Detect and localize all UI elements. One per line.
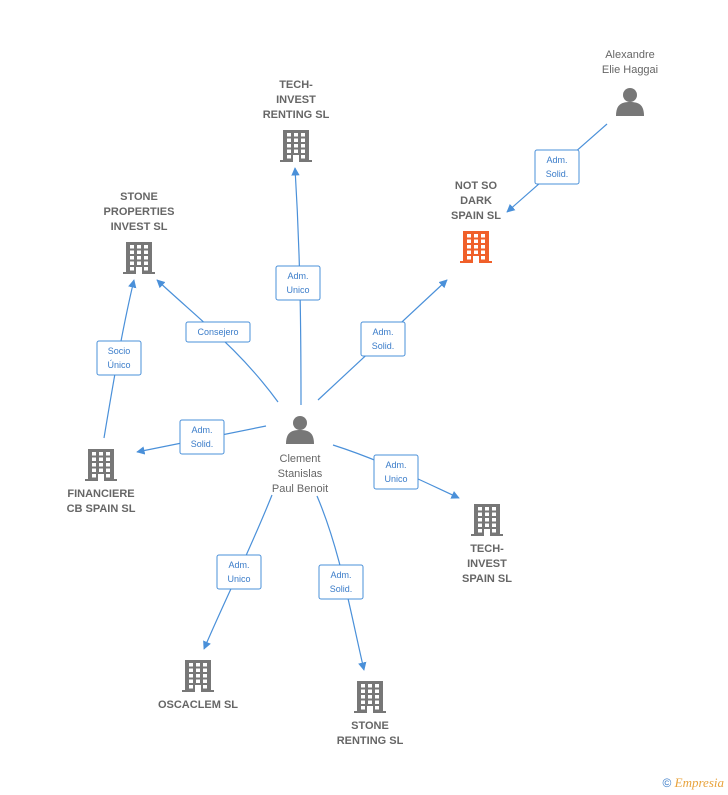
edge-label[interactable]: Adm. Solid. bbox=[360, 321, 406, 357]
edge-label[interactable]: Adm. Unico bbox=[373, 454, 419, 490]
edge-label-text: Único bbox=[107, 360, 130, 370]
edge-label-text: Solid. bbox=[330, 584, 353, 594]
node-label: Paul Benoit bbox=[272, 483, 328, 495]
node-label: INVEST bbox=[467, 558, 507, 570]
edge-label-text: Unico bbox=[227, 574, 250, 584]
building-icon bbox=[123, 242, 155, 274]
edge-clement-to-techrenting: Adm. Unico bbox=[275, 167, 321, 406]
node-label: DARK bbox=[460, 195, 492, 207]
node-label: OSCACLEM SL bbox=[158, 699, 238, 711]
building-icon bbox=[354, 681, 386, 713]
node-label: CB SPAIN SL bbox=[67, 503, 136, 515]
node-stonerenting[interactable]: STONE RENTING SL bbox=[337, 681, 404, 747]
node-label: FINANCIERE bbox=[67, 488, 134, 500]
node-label: NOT SO bbox=[455, 180, 498, 192]
person-icon bbox=[616, 88, 644, 116]
edge-label-text: Adm. bbox=[330, 570, 351, 580]
edge-label-text: Adm. bbox=[372, 327, 393, 337]
node-label: Stanislas bbox=[278, 468, 323, 480]
edge-label-text: Consejero bbox=[197, 327, 238, 337]
edge-label-box bbox=[179, 419, 225, 455]
node-label: SPAIN SL bbox=[451, 210, 501, 222]
node-financiere[interactable]: FINANCIERE CB SPAIN SL bbox=[67, 449, 136, 515]
node-notsodark[interactable]: NOT SO DARK SPAIN SL bbox=[451, 180, 501, 263]
edge-clement-to-notsodark: Adm. Solid. bbox=[317, 279, 448, 401]
edge-label[interactable]: Adm. Solid. bbox=[534, 149, 580, 185]
node-techspain[interactable]: TECH- INVEST SPAIN SL bbox=[462, 504, 512, 585]
edge-label-box bbox=[275, 265, 321, 301]
node-label: INVEST SL bbox=[111, 221, 168, 233]
edge-label-text: Unico bbox=[384, 474, 407, 484]
edge-label-text: Adm. bbox=[191, 425, 212, 435]
copyright-symbol: © bbox=[662, 776, 672, 790]
building-icon bbox=[280, 130, 312, 162]
edge-label-text: Adm. bbox=[228, 560, 249, 570]
node-label: SPAIN SL bbox=[462, 573, 512, 585]
edge-label-text: Adm. bbox=[546, 155, 567, 165]
edge-label[interactable]: Adm. Unico bbox=[275, 265, 321, 301]
node-label: STONE bbox=[120, 191, 158, 203]
edge-label[interactable]: Adm. Solid. bbox=[179, 419, 225, 455]
node-stoneprop[interactable]: STONE PROPERTIES INVEST SL bbox=[104, 191, 175, 274]
node-label: TECH- bbox=[470, 543, 504, 555]
edge-label-box bbox=[534, 149, 580, 185]
node-label: Alexandre bbox=[605, 49, 655, 61]
node-label: RENTING SL bbox=[263, 109, 330, 121]
edge-clement-to-techspain: Adm. Unico bbox=[332, 444, 460, 499]
edge-label-box bbox=[360, 321, 406, 357]
building-icon bbox=[182, 660, 214, 692]
edge-label-box bbox=[373, 454, 419, 490]
building-icon bbox=[460, 231, 492, 263]
node-label: Elie Haggai bbox=[602, 64, 658, 76]
edge-label-box bbox=[96, 340, 142, 376]
building-icon bbox=[471, 504, 503, 536]
edge-label[interactable]: Adm. Unico bbox=[216, 554, 262, 590]
edge-label-box bbox=[216, 554, 262, 590]
edge-label-text: Socio bbox=[108, 346, 131, 356]
edge-clement-to-oscaclem: Adm. Unico bbox=[203, 494, 273, 650]
brand-logo: Empresia bbox=[674, 775, 724, 790]
footer-credit[interactable]: © Empresia bbox=[662, 775, 724, 791]
node-techrenting[interactable]: TECH- INVEST RENTING SL bbox=[263, 79, 330, 162]
edge-alexandre-to-notsodark: Adm. Solid. bbox=[506, 123, 608, 213]
node-oscaclem[interactable]: OSCACLEM SL bbox=[158, 660, 238, 711]
edge-label-text: Unico bbox=[286, 285, 309, 295]
node-label: RENTING SL bbox=[337, 735, 404, 747]
edge-label-text: Solid. bbox=[191, 439, 214, 449]
edge-label-text: Adm. bbox=[385, 460, 406, 470]
node-label: Clement bbox=[280, 453, 321, 465]
node-label: INVEST bbox=[276, 94, 316, 106]
edge-label-text: Solid. bbox=[372, 341, 395, 351]
building-icon bbox=[85, 449, 117, 481]
edge-label-box bbox=[185, 321, 251, 343]
edge-label-text: Solid. bbox=[546, 169, 569, 179]
node-label: TECH- bbox=[279, 79, 313, 91]
node-label: PROPERTIES bbox=[104, 206, 175, 218]
edge-label-box bbox=[318, 564, 364, 600]
edge-label[interactable]: Consejero bbox=[185, 321, 251, 343]
edge-clement-to-financiere: Adm. Solid. bbox=[136, 419, 267, 455]
edge-clement-to-stoneprop: Consejero bbox=[156, 279, 279, 403]
node-label: STONE bbox=[351, 720, 389, 732]
edge-clement-to-stonerenting: Adm. Solid. bbox=[316, 495, 367, 671]
edge-label[interactable]: Adm. Solid. bbox=[318, 564, 364, 600]
edge-label-text: Adm. bbox=[287, 271, 308, 281]
person-icon bbox=[286, 416, 314, 444]
